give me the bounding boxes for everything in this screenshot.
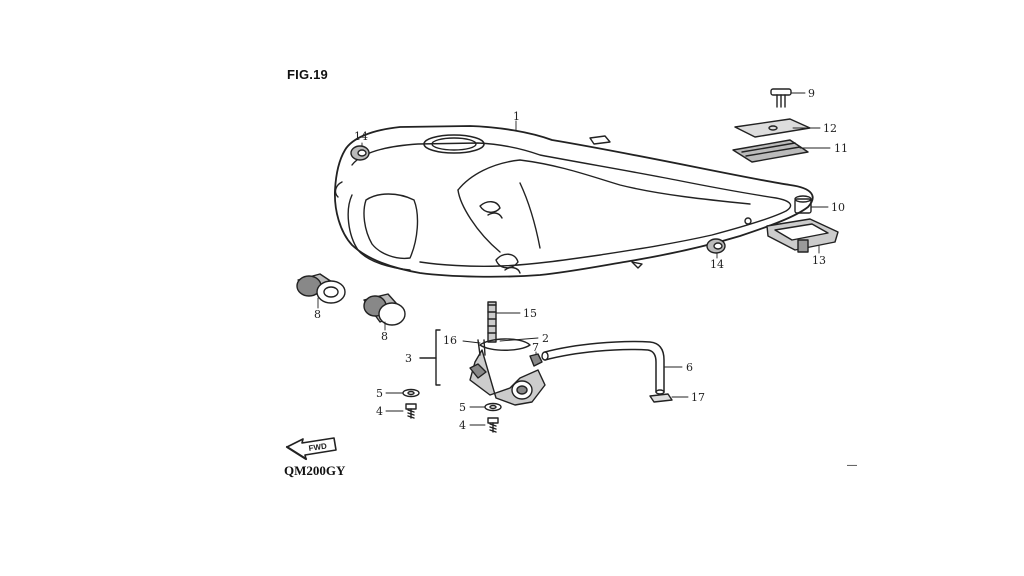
fwd-arrow-icon	[285, 437, 337, 461]
rubber-pad-11	[732, 139, 809, 163]
bracket-13	[766, 218, 839, 253]
callout-12: 12	[823, 122, 837, 135]
page-mark: —	[847, 460, 857, 471]
callout-3: 3	[405, 352, 412, 365]
damper-14-right	[706, 238, 726, 254]
collar-10	[794, 195, 812, 214]
callout-15: 15	[523, 307, 537, 320]
model-code: QM200GY	[284, 463, 346, 478]
callout-5-left: 5	[376, 387, 383, 400]
figure-title: FIG.19	[287, 67, 328, 82]
callout-17: 17	[691, 391, 705, 404]
bolt-9	[770, 88, 792, 108]
callout-10: 10	[831, 201, 845, 214]
callout-labels: 1 2 3 4 4 5 5 6 7 8 8 9 10 11 12 13 14 1…	[314, 87, 848, 432]
callout-4-right: 4	[459, 419, 466, 432]
small-clip-7	[529, 353, 543, 367]
fwd-arrow-label: FWD	[308, 442, 328, 453]
fuel-tank	[334, 125, 814, 278]
callout-16: 16	[443, 334, 457, 347]
cushion-8-right	[363, 293, 406, 326]
washer-5-right	[484, 402, 502, 412]
callout-1: 1	[513, 110, 520, 123]
callout-9: 9	[808, 87, 815, 100]
bracket-3	[419, 329, 441, 386]
washer-5-left	[402, 388, 420, 398]
callout-5-right: 5	[459, 401, 466, 414]
hose-clip-17	[649, 393, 673, 403]
leader-lines	[317, 92, 831, 426]
callout-14-left: 14	[354, 130, 368, 143]
cushion-8-left	[296, 273, 346, 304]
callout-14-right: 14	[710, 258, 724, 271]
callout-4-left: 4	[376, 405, 383, 418]
screw-4-right	[487, 417, 499, 433]
callout-7: 7	[532, 341, 539, 354]
screw-4-left	[405, 403, 417, 419]
callout-6: 6	[686, 361, 693, 374]
callout-13: 13	[812, 254, 826, 267]
callout-11: 11	[834, 142, 848, 155]
callout-8-left: 8	[314, 308, 321, 321]
fuel-hose-6	[541, 340, 665, 395]
fuel-cock-assembly	[469, 301, 546, 406]
callout-2: 2	[542, 332, 549, 345]
damper-14-left	[350, 145, 370, 161]
callout-8-right: 8	[381, 330, 388, 343]
